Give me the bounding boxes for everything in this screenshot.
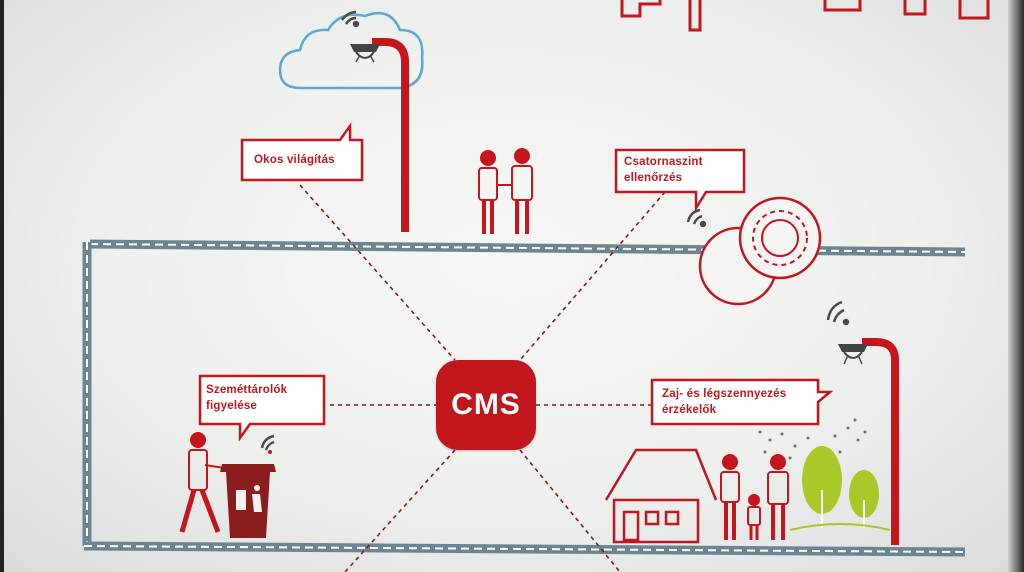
screen-edge-right	[1008, 0, 1024, 572]
cms-label: CMS	[451, 388, 521, 421]
connector-bottom-left	[344, 449, 456, 572]
bubble-sewer	[614, 148, 746, 213]
manhole-wifi-icon	[686, 208, 707, 228]
connector-street-light	[299, 184, 456, 361]
screen-edge-left	[0, 0, 4, 572]
label-sewer: Csatornaszint ellenőrzés	[624, 156, 703, 184]
bubble-waste	[198, 374, 326, 442]
pollution-particles	[758, 418, 867, 460]
label-waste: Szeméttárolók figyelése	[206, 384, 288, 412]
connector-bottom-right	[519, 449, 621, 572]
house-icon	[604, 448, 718, 544]
street-lamp-right-icon	[838, 338, 899, 545]
cms-node: CMS	[436, 360, 536, 450]
person-icon	[179, 432, 225, 533]
connector-sewer	[519, 191, 666, 361]
connector-lines	[299, 184, 666, 572]
label-noise: Zaj- és légszennyezés érzékelők	[662, 388, 787, 416]
lamp-wifi-icon	[826, 300, 850, 326]
city-skyline-icon	[620, 0, 990, 32]
bubble-noise	[650, 378, 834, 426]
trash-bin-icon	[220, 464, 276, 538]
street-lamp-icon	[350, 38, 409, 232]
label-street-light: Okos világítás	[254, 154, 335, 166]
tree-icon	[789, 446, 891, 531]
manhole-icon	[698, 196, 822, 306]
family-icon	[720, 454, 789, 540]
people-icon	[478, 148, 533, 234]
bin-wifi-icon	[260, 434, 275, 454]
wifi-icon	[341, 10, 360, 28]
bubble-street-light	[240, 122, 364, 182]
